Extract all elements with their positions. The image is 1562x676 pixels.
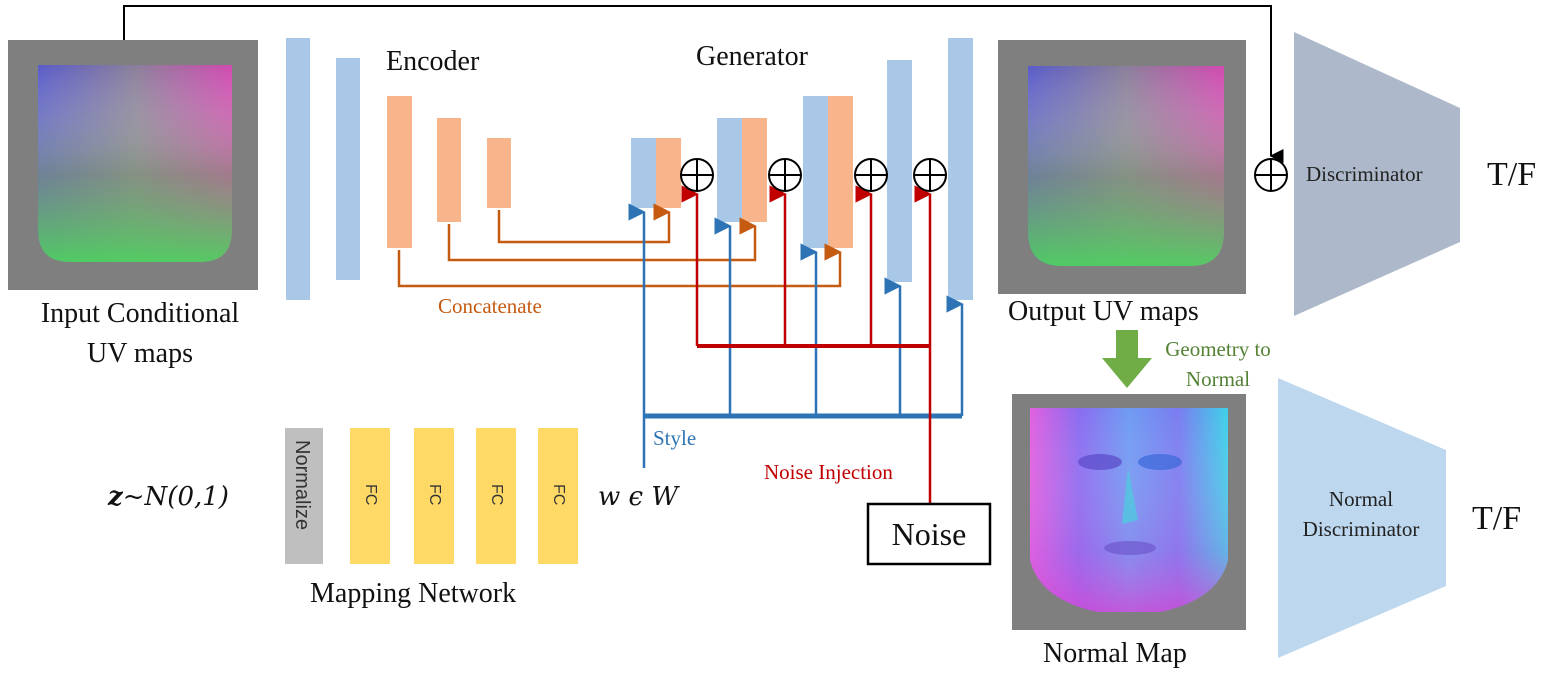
fc-block xyxy=(476,428,516,564)
fc-block xyxy=(414,428,454,564)
circled-plus-icon xyxy=(680,158,714,192)
latent-variable: z xyxy=(108,482,123,512)
real-sample-connection xyxy=(123,5,1284,163)
circled-plus-icon xyxy=(768,158,802,192)
normal-map-label: Normal Map xyxy=(1043,638,1187,669)
discriminator-label: Discriminator xyxy=(1306,162,1423,186)
normalize-block xyxy=(285,428,323,564)
noise-injection-label: Noise Injection xyxy=(764,460,893,484)
down-arrow-icon xyxy=(1102,330,1152,388)
normal-discriminator-shape xyxy=(1278,378,1446,658)
input-uv-map xyxy=(8,40,258,290)
generator-block xyxy=(742,118,767,222)
style-connections xyxy=(628,203,964,468)
tf-bottom-label: T/F xyxy=(1472,500,1522,537)
normal-discriminator-label: Normal Discriminator xyxy=(1286,484,1436,544)
output-uv-map xyxy=(998,40,1246,294)
encoder-block xyxy=(437,118,461,222)
output-title: Output UV maps xyxy=(1008,296,1199,327)
generator-block xyxy=(656,138,681,208)
noise-label: Noise xyxy=(891,516,967,552)
encoder-label: Encoder xyxy=(386,46,480,77)
input-title: Input Conditional UV maps xyxy=(0,294,280,374)
normal-map-image xyxy=(1012,394,1246,630)
input-title-line1: Input Conditional xyxy=(40,298,240,329)
mapping-network-label: Mapping Network xyxy=(310,578,517,609)
generator-block xyxy=(887,60,912,282)
fc-block xyxy=(350,428,390,564)
generator-block xyxy=(803,96,828,248)
fc-label: FC xyxy=(362,484,379,506)
input-feature-block xyxy=(286,38,310,300)
input-feature-block xyxy=(336,58,360,280)
circled-plus-icon xyxy=(913,158,947,192)
noise-connections xyxy=(681,185,932,504)
input-title-line2: UV maps xyxy=(86,338,194,369)
geometry-to-normal-line2: Normal xyxy=(1185,367,1251,391)
generator-block xyxy=(948,38,973,300)
circled-plus-icon xyxy=(1254,158,1288,192)
noise-box xyxy=(866,502,992,566)
concatenate-connections xyxy=(397,203,842,288)
concatenate-label: Concatenate xyxy=(438,294,542,318)
tf-top-label: T/F xyxy=(1487,156,1537,193)
normal-discriminator-line2: Discriminator xyxy=(1302,517,1420,541)
fc-label: FC xyxy=(426,484,443,506)
generator-block xyxy=(828,96,853,248)
style-label: Style xyxy=(653,426,697,450)
latent-distribution-label: z~N(0,1) xyxy=(108,484,229,510)
circled-plus-icon xyxy=(854,158,888,192)
discriminator-shape xyxy=(1294,32,1460,316)
w-space-label: w ϵ W xyxy=(598,482,679,512)
normal-discriminator-line1: Normal xyxy=(1328,487,1394,511)
geometry-to-normal-line1: Geometry to xyxy=(1165,337,1271,361)
encoder-block xyxy=(387,96,412,248)
generator-block xyxy=(717,118,742,222)
fc-label: FC xyxy=(488,484,505,506)
encoder-block xyxy=(487,138,511,208)
generator-label: Generator xyxy=(696,41,808,72)
geometry-to-normal-label: Geometry to Normal xyxy=(1150,334,1286,394)
fc-label: FC xyxy=(550,484,567,506)
normalize-label: Normalize xyxy=(291,440,313,531)
fc-block xyxy=(538,428,578,564)
generator-block xyxy=(631,138,656,208)
latent-distribution: ~N(0,1) xyxy=(122,482,229,512)
